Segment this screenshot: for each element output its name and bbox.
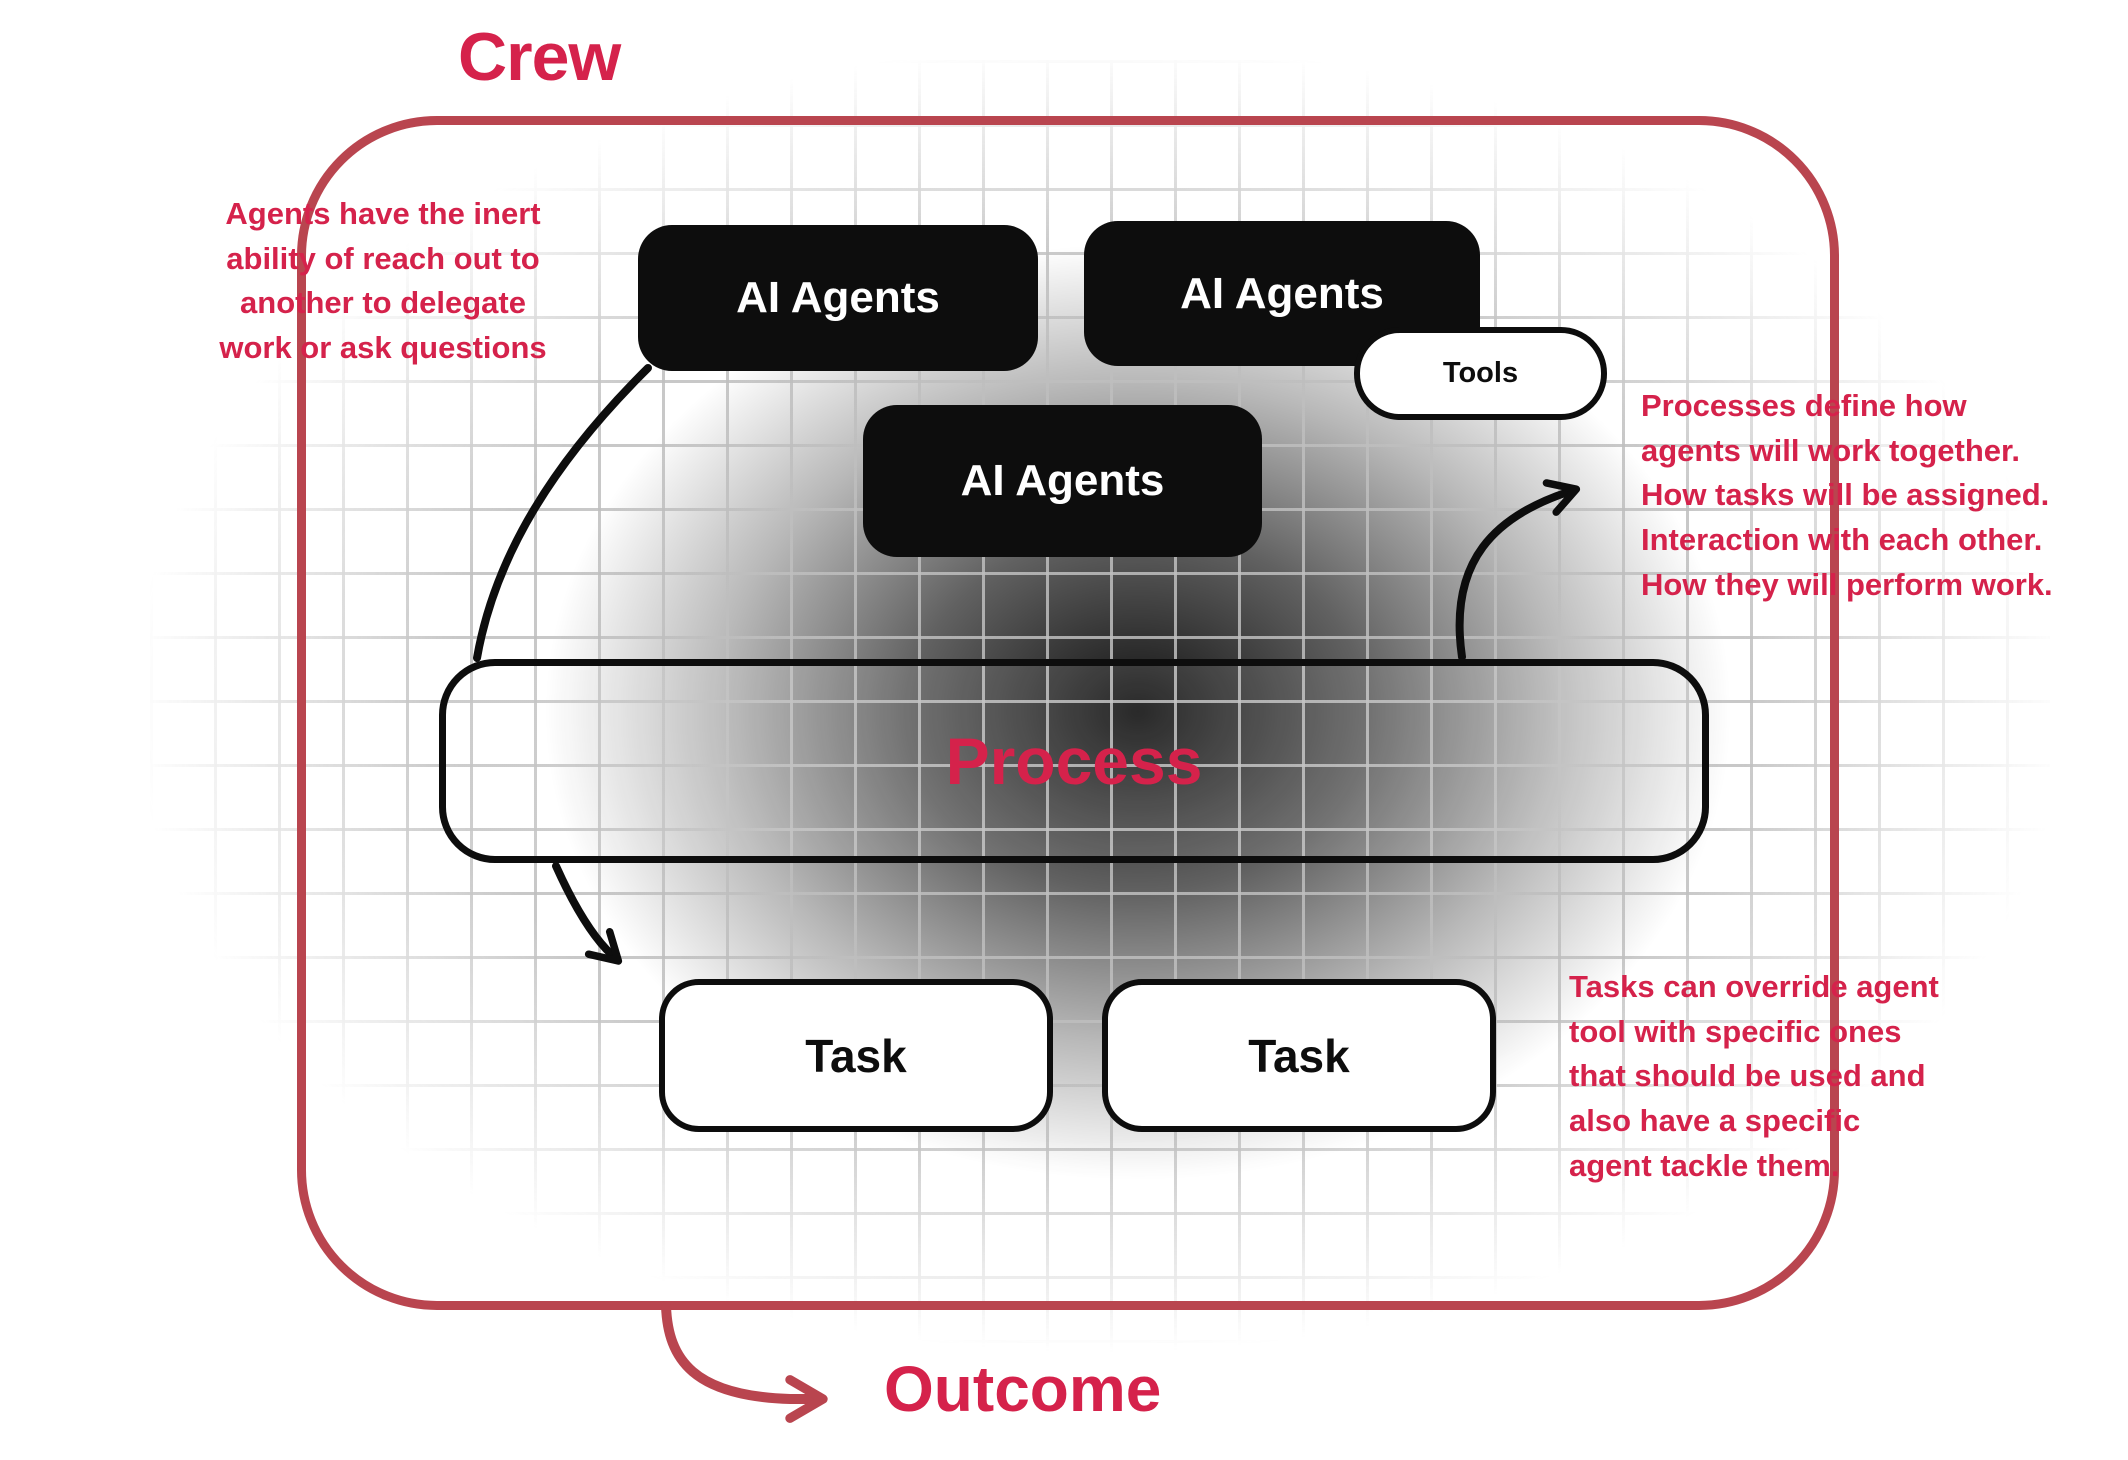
ai-agents-label: AI Agents (1180, 268, 1384, 318)
task-label: Task (1248, 1029, 1350, 1082)
ai-agents-label: AI Agents (960, 456, 1165, 505)
outcome-label: Outcome (884, 1353, 1162, 1425)
ai-agents-box-1: AI Agents (638, 225, 1038, 371)
arrow-process-to-note (1455, 479, 1581, 661)
annotation-tasks-override: Tasks can override agent tool with speci… (1569, 969, 1939, 1183)
ai-agents-label: AI Agents (736, 273, 940, 322)
ai-agents-box-3: AI Agents (863, 405, 1262, 557)
tools-label: Tools (1442, 357, 1519, 389)
arrow-agent-to-process (473, 364, 652, 662)
process-bar: Process (439, 659, 1709, 863)
task-box-2: Task (1102, 979, 1496, 1132)
task-box-1: Task (659, 979, 1053, 1132)
process-label: Process (945, 724, 1203, 798)
tools-box: Tools (1354, 327, 1607, 420)
crew-boundary (297, 116, 1839, 1310)
task-label: Task (805, 1029, 907, 1082)
crew-label: Crew (458, 19, 621, 95)
annotation-agents-delegate: Agents have the inert ability of reach o… (219, 196, 547, 365)
annotation-processes-define: Processes define how agents will work to… (1641, 388, 2053, 602)
arrow-process-to-task (552, 862, 623, 965)
arrow-crew-to-outcome (661, 1301, 828, 1423)
